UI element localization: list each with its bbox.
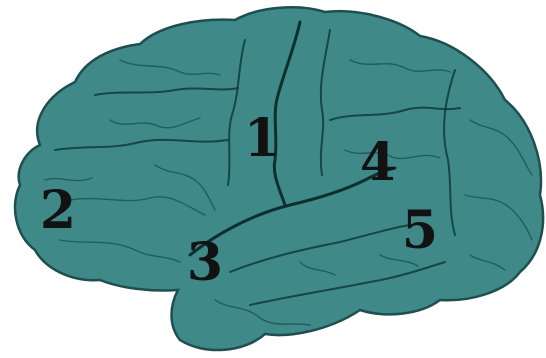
region-label-1: 1	[244, 108, 280, 169]
region-label-5: 5	[402, 200, 438, 261]
region-label-2: 2	[40, 180, 76, 241]
region-label-4: 4	[360, 132, 396, 193]
region-label-3: 3	[187, 232, 223, 293]
